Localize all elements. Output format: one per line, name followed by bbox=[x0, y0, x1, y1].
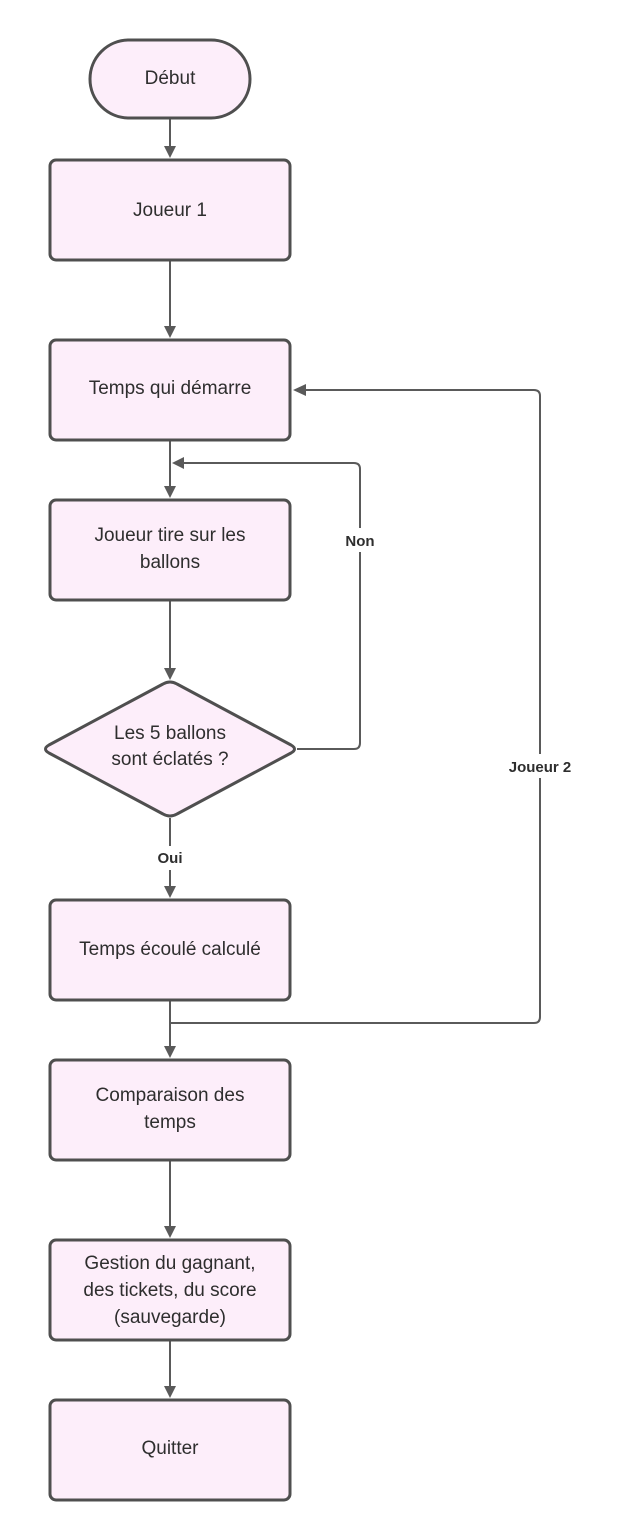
node-decision-line2: sont éclatés ? bbox=[111, 749, 228, 770]
node-shoot: Joueur tire sur les ballons bbox=[48, 498, 292, 602]
edge-label-player2: Joueur 2 bbox=[509, 759, 572, 776]
node-player1: Joueur 1 bbox=[48, 158, 292, 262]
label-bg-player2 bbox=[498, 754, 582, 778]
arrowhead bbox=[164, 886, 176, 898]
node-elapsed-label: Temps écoulé calculé bbox=[79, 939, 261, 960]
process-shape bbox=[48, 158, 292, 262]
node-timer-start: Temps qui démarre bbox=[48, 338, 292, 442]
node-player1-label: Joueur 1 bbox=[133, 200, 207, 221]
node-quit: Quitter bbox=[48, 1398, 292, 1502]
process-shape bbox=[48, 338, 292, 442]
arrowhead bbox=[293, 384, 306, 396]
edge-no-loop bbox=[184, 462, 361, 750]
node-start-label: Début bbox=[145, 68, 196, 89]
decision-shape bbox=[44, 680, 296, 818]
arrowhead bbox=[164, 1046, 176, 1058]
node-elapsed: Temps écoulé calculé bbox=[48, 898, 292, 1002]
node-start: Début bbox=[88, 38, 252, 120]
connectors bbox=[164, 118, 541, 1398]
node-decision: Les 5 ballons sont éclatés ? bbox=[44, 680, 296, 818]
arrowhead bbox=[164, 326, 176, 338]
arrowhead bbox=[164, 668, 176, 680]
process-shape bbox=[48, 1238, 292, 1342]
node-winner-line1: Gestion du gagnant, bbox=[84, 1253, 255, 1274]
label-bg-non bbox=[340, 528, 380, 552]
node-compare-line2: temps bbox=[144, 1112, 196, 1133]
node-quit-label: Quitter bbox=[141, 1438, 199, 1459]
node-compare-line1: Comparaison des bbox=[96, 1085, 245, 1106]
node-shoot-line1: Joueur tire sur les bbox=[94, 525, 245, 546]
edge-label-yes: Oui bbox=[158, 850, 183, 867]
arrowhead bbox=[172, 457, 184, 469]
node-winner-line3: (sauvegarde) bbox=[114, 1307, 226, 1328]
terminal-shape bbox=[88, 38, 252, 120]
process-shape bbox=[48, 1058, 292, 1162]
arrowhead bbox=[164, 1226, 176, 1238]
arrowhead bbox=[164, 486, 176, 498]
arrowhead bbox=[164, 1386, 176, 1398]
arrowhead bbox=[164, 146, 176, 158]
process-shape bbox=[48, 498, 292, 602]
process-shape bbox=[48, 898, 292, 1002]
node-compare: Comparaison des temps bbox=[48, 1058, 292, 1162]
node-timer-start-label: Temps qui démarre bbox=[89, 378, 252, 399]
process-shape bbox=[48, 1398, 292, 1502]
node-winner: Gestion du gagnant, des tickets, du scor… bbox=[48, 1238, 292, 1342]
node-winner-line2: des tickets, du score bbox=[83, 1280, 256, 1301]
node-shoot-line2: ballons bbox=[140, 552, 200, 573]
edge-label-no: Non bbox=[345, 533, 374, 550]
edge-player2-loop bbox=[170, 389, 541, 1024]
node-decision-line1: Les 5 ballons bbox=[114, 723, 226, 744]
